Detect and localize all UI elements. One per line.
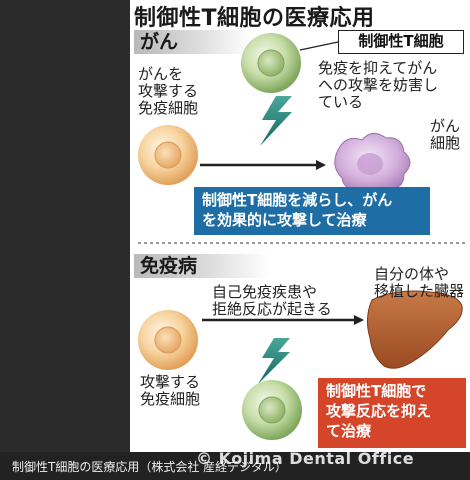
disease-note-line-2: 拒絶反応が起きる xyxy=(212,300,332,318)
autoimmune-callout-line-3: て治療 xyxy=(326,422,372,440)
treg-note-line-2: への攻撃を妨害し xyxy=(318,76,439,94)
cancer-cell-label-line-2: 細胞 xyxy=(430,134,461,152)
treg-note-line-1: 免疫を抑えてがん xyxy=(318,59,438,77)
treg-tag: 制御性T細胞 xyxy=(338,30,464,54)
autoimmune-treatment-callout: 制御性T細胞で 攻撃反応を抑え て治療 xyxy=(318,378,466,448)
treg-note-line-3: ている xyxy=(318,93,364,111)
cancer-callout-line-2: を効果的に攻撃して治療 xyxy=(202,211,367,229)
autoimmune-callout-line-1: 制御性T細胞で xyxy=(326,382,427,400)
watermark: © Kojima Dental Office xyxy=(196,449,415,468)
attacking-cell-label-line-3: 免疫細胞 xyxy=(138,99,199,117)
disease-note-line-1: 自己免疫疾患や xyxy=(212,283,318,301)
attacking-cell-label-line-2: 免疫細胞 xyxy=(140,390,201,408)
page-title: 制御性T細胞の医療応用 xyxy=(134,6,375,31)
section-label-autoimmune: 免疫病 xyxy=(134,254,270,278)
attacking-cell-label-line-2: 攻撃する xyxy=(138,82,199,100)
treg-cell-icon xyxy=(242,380,302,440)
attacking-cell-label-line-1: 攻撃する xyxy=(140,373,201,391)
attacking-immune-cell-icon xyxy=(138,310,198,370)
cancer-treatment-callout: 制御性T細胞を減らし、がん を効果的に攻撃して治療 xyxy=(194,187,430,235)
autoimmune-callout-line-2: 攻撃反応を抑え xyxy=(326,402,432,420)
treg-tag-leader xyxy=(299,41,339,51)
organ-label-line-1: 自分の体や xyxy=(374,265,450,283)
footer-bar xyxy=(0,452,470,480)
organ-label-line-2: 移植した臓器 xyxy=(374,282,465,300)
cancer-cell-label-line-1: がん xyxy=(430,117,461,135)
organ-icon xyxy=(366,290,463,369)
section-label-cancer: がん xyxy=(134,30,250,54)
attacking-cell-label-line-1: がんを xyxy=(138,65,184,83)
cancer-callout-line-1: 制御性T細胞を減らし、がん xyxy=(202,191,393,209)
footer-caption: 制御性T細胞の医療応用（株式会社 産経デジタル） xyxy=(12,460,287,474)
suppression-bolt-icon xyxy=(260,96,292,146)
treg-cell-icon xyxy=(241,33,301,93)
attacking-immune-cell-icon xyxy=(138,125,198,185)
suppression-bolt-icon xyxy=(258,338,290,384)
